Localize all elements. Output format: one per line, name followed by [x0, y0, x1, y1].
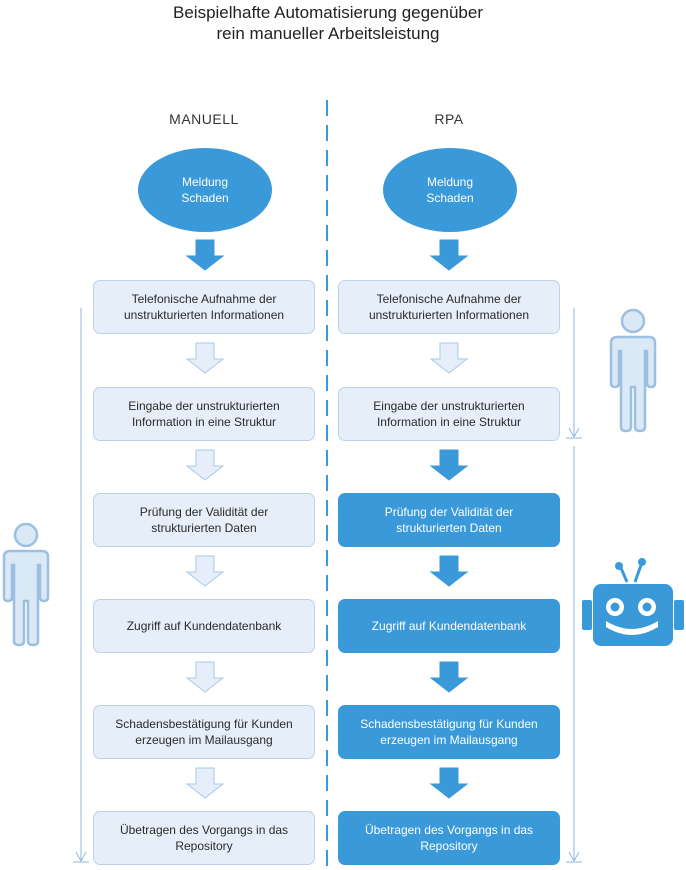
- step-label-line: Prüfung der Validität der: [384, 505, 514, 519]
- step-label-line: Eingabe der unstrukturierten: [373, 399, 525, 413]
- title-line-1: Beispielhafte Automatisierung gegenüber: [173, 3, 483, 22]
- step-label-line: Übetragen des Vorgangs in das: [119, 823, 289, 837]
- rpa-column-heading: RPA: [434, 111, 464, 127]
- rpa-start-oval: Meldung Schaden: [383, 148, 517, 232]
- rpa-human-timeline: [566, 308, 582, 439]
- title-line-2: rein manueller Arbeitsleistung: [216, 24, 440, 43]
- oval-label-line: Meldung: [181, 175, 229, 189]
- solid-down-arrow: [429, 661, 469, 693]
- flow-arrows: [185, 239, 469, 799]
- manual-step-box: Prüfung der Validität der strukturierten …: [93, 493, 315, 547]
- step-label-line: Schadensbestätigung für Kunden: [115, 717, 293, 731]
- step-label-line: Information in eine Struktur: [131, 415, 277, 429]
- rpa-bot-timeline: [566, 446, 582, 863]
- solid-down-arrow: [429, 555, 469, 587]
- manual-step-box: Schadensbestätigung für Kunden erzeugen i…: [93, 705, 315, 759]
- person-icon: [609, 308, 657, 433]
- step-label-line: strukturierten Daten: [396, 521, 502, 535]
- rpa-step-box: Telefonische Aufnahme der unstrukturierte…: [338, 280, 560, 334]
- manual-step-box: Telefonische Aufnahme der unstrukturierte…: [93, 280, 315, 334]
- manual-column-heading: MANUELL: [169, 111, 239, 127]
- outline-down-arrow: [185, 449, 225, 481]
- step-label-line: Repository: [175, 839, 233, 853]
- step-label-line: unstrukturierten Informationen: [123, 308, 285, 322]
- outline-down-arrow: [185, 767, 225, 799]
- step-label-line: Information in eine Struktur: [376, 415, 522, 429]
- rpa-step-box: Prüfung der Validität der strukturierten …: [338, 493, 560, 547]
- step-label-line: Telefonische Aufnahme der: [131, 292, 277, 306]
- oval-label-line: Schaden: [426, 191, 474, 205]
- solid-down-arrow: [429, 449, 469, 481]
- oval-label-line: Meldung: [426, 175, 474, 189]
- oval-label-line: Schaden: [181, 191, 229, 205]
- diagram-title: Beispielhafte Automatisierung gegenüber …: [0, 2, 656, 44]
- rpa-step-box: Schadensbestätigung für Kunden erzeugen i…: [338, 705, 560, 759]
- step-label-line: Schadensbestätigung für Kunden: [360, 717, 538, 731]
- step-label-line: Zugriff auf Kundendatenbank: [371, 619, 527, 633]
- step-label-line: Repository: [420, 839, 478, 853]
- step-label: Prüfung der Validität der strukturierten …: [385, 504, 514, 536]
- step-label: Zugriff auf Kundendatenbank: [127, 618, 282, 634]
- outline-down-arrow: [429, 342, 469, 374]
- step-label: Prüfung der Validität der strukturierten …: [140, 504, 269, 536]
- step-label-line: erzeugen im Mailausgang: [380, 733, 518, 747]
- step-label-line: Telefonische Aufnahme der: [376, 292, 522, 306]
- step-label-line: Übetragen des Vorgangs in das: [364, 823, 534, 837]
- step-label-line: Zugriff auf Kundendatenbank: [126, 619, 282, 633]
- step-label: Schadensbestätigung für Kunden erzeugen i…: [360, 716, 537, 748]
- step-label-line: strukturierten Daten: [151, 521, 257, 535]
- solid-down-arrow: [429, 239, 469, 271]
- manual-timeline: [73, 308, 89, 863]
- step-label-line: Eingabe der unstrukturierten: [128, 399, 280, 413]
- solid-down-arrow: [185, 239, 225, 271]
- manual-start-oval: Meldung Schaden: [138, 148, 272, 232]
- step-label-line: unstrukturierten Informationen: [368, 308, 530, 322]
- step-label: Telefonische Aufnahme der unstrukturierte…: [369, 291, 529, 323]
- outline-down-arrow: [185, 555, 225, 587]
- outline-down-arrow: [185, 342, 225, 374]
- step-label: Schadensbestätigung für Kunden erzeugen i…: [115, 716, 292, 748]
- person-icon: [2, 522, 50, 647]
- manual-step-box: Zugriff auf Kundendatenbank: [93, 599, 315, 653]
- rpa-step-box: Zugriff auf Kundendatenbank: [338, 599, 560, 653]
- outline-down-arrow: [185, 661, 225, 693]
- robot-icon: [582, 558, 684, 646]
- step-label: Telefonische Aufnahme der unstrukturierte…: [124, 291, 284, 323]
- step-label-line: erzeugen im Mailausgang: [135, 733, 273, 747]
- solid-down-arrow: [429, 767, 469, 799]
- step-label-line: Prüfung der Validität der: [139, 505, 269, 519]
- step-label: Zugriff auf Kundendatenbank: [372, 618, 527, 634]
